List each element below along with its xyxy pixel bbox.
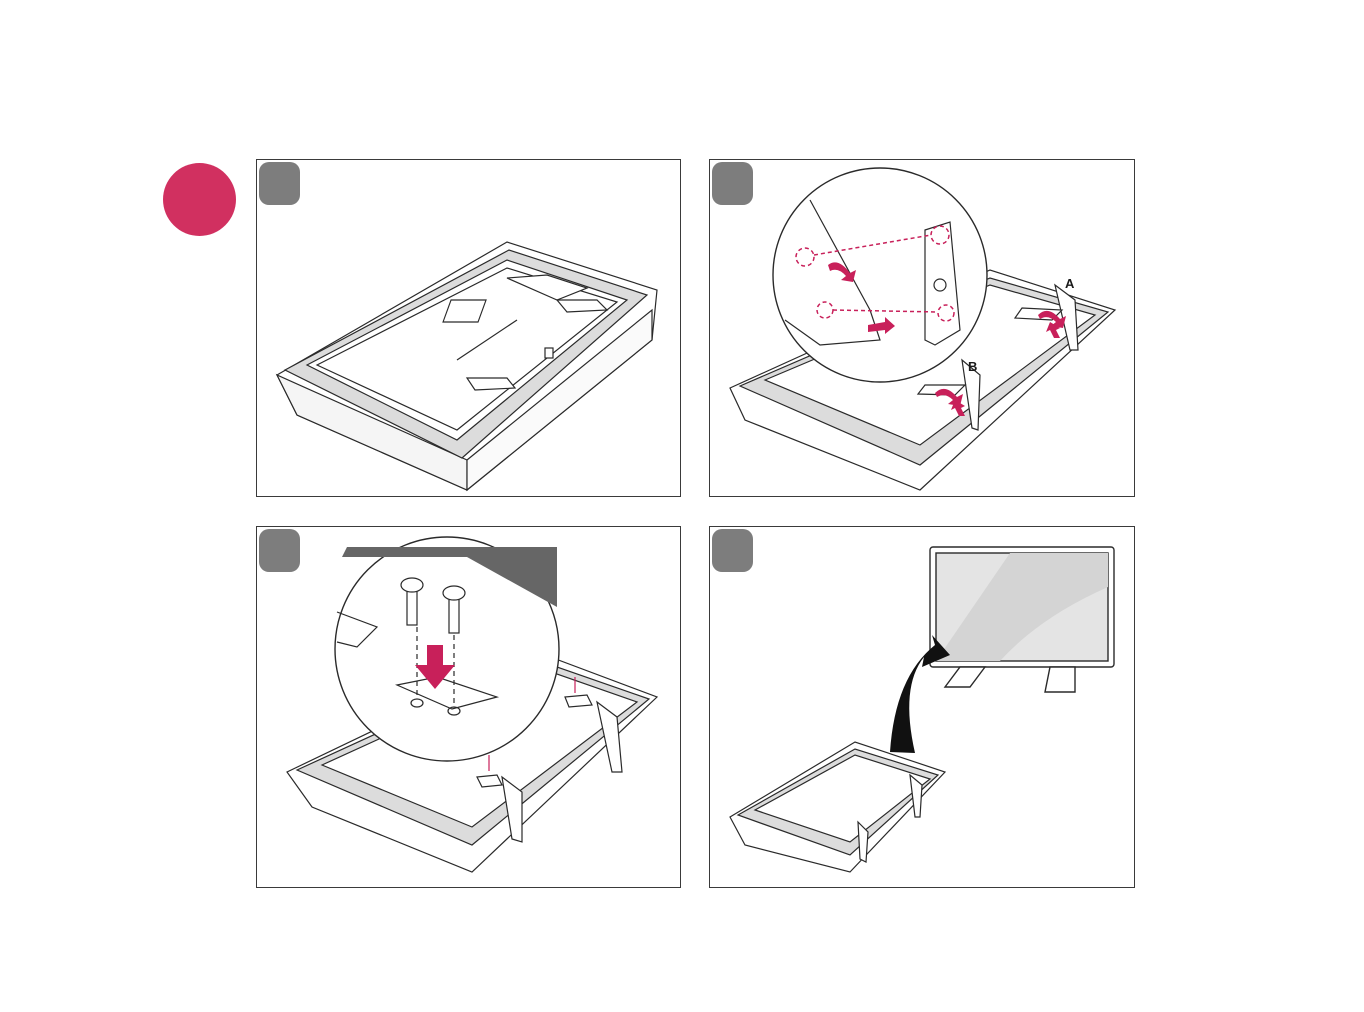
- screw-1: [407, 587, 417, 625]
- stand-label-b: B: [968, 359, 977, 374]
- step-2-panel: A B: [709, 159, 1135, 497]
- step-3-panel: [256, 526, 681, 888]
- lift-arrow: [890, 635, 950, 753]
- section-marker-dot: [163, 163, 236, 236]
- step-4-illustration: [710, 527, 1135, 888]
- step-1-panel: [256, 159, 681, 497]
- step-1-illustration: [257, 160, 681, 497]
- step-3-illustration: [257, 527, 681, 888]
- step-2-illustration: A B: [710, 160, 1135, 497]
- stand-label-a: A: [1065, 276, 1075, 291]
- screw-2: [449, 595, 459, 633]
- step-4-panel: [709, 526, 1135, 888]
